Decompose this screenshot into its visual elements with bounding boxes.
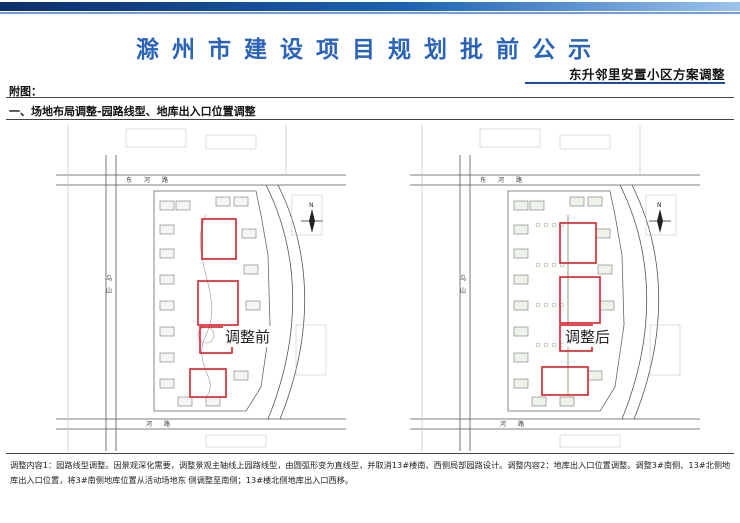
building xyxy=(243,264,259,275)
adjusted-area-box xyxy=(559,276,601,324)
adjacent-block xyxy=(205,134,257,150)
building xyxy=(159,326,175,337)
building xyxy=(513,274,529,285)
building xyxy=(159,200,175,211)
building xyxy=(233,196,249,207)
building xyxy=(529,200,545,211)
building xyxy=(513,248,529,259)
adjacent-block xyxy=(295,324,327,376)
adjusted-area-box xyxy=(541,366,589,396)
tree xyxy=(551,342,557,348)
building xyxy=(159,352,175,363)
building xyxy=(513,300,529,311)
tree xyxy=(543,222,549,228)
subtitle-box: 东升邻里安置小区方案调整 xyxy=(525,64,725,84)
building xyxy=(587,370,603,381)
building xyxy=(569,196,585,207)
figure-label: 附图： xyxy=(9,85,42,98)
building xyxy=(245,300,261,311)
adjusted-area-box xyxy=(559,222,597,264)
building xyxy=(159,300,175,311)
adjacent-block xyxy=(559,134,611,150)
road-curve xyxy=(265,184,294,420)
building xyxy=(587,196,603,207)
divider xyxy=(6,119,734,120)
divider xyxy=(6,453,734,454)
road-name-south: 河 路 xyxy=(500,420,524,428)
building xyxy=(215,196,231,207)
divider xyxy=(6,97,734,98)
building xyxy=(159,224,175,235)
project-subtitle: 东升邻里安置小区方案调整 xyxy=(568,67,725,82)
tree xyxy=(535,302,541,308)
adjacent-block xyxy=(649,324,681,376)
site-plan-drawing: 东 河 路河 路 乌 山 N xyxy=(410,125,700,451)
page-title: 滁州市建设项目规划批前公示 xyxy=(136,36,604,63)
site-boundary xyxy=(507,190,625,412)
road-name-west: 乌 山 xyxy=(459,274,466,294)
tree xyxy=(535,342,541,348)
site-boundary xyxy=(153,190,271,412)
tree xyxy=(535,262,541,268)
header-bar xyxy=(0,0,740,16)
adjacent-block xyxy=(125,128,187,148)
building xyxy=(559,396,575,407)
compass-n: N xyxy=(657,202,662,209)
road-curve xyxy=(619,184,648,420)
adjustment-description: 调整内容1：园路线型调整。因景观深化需要，调整景观主轴线上园路线型，由圆弧形变为… xyxy=(10,460,731,485)
tree xyxy=(543,342,549,348)
road-name-south: 河 路 xyxy=(146,420,170,428)
plan-label-after: 调整后 xyxy=(563,326,613,347)
building xyxy=(513,326,529,337)
building xyxy=(159,378,175,389)
garden-path xyxy=(199,214,213,398)
building xyxy=(175,200,191,211)
compass-n: N xyxy=(309,202,314,209)
adjacent-block xyxy=(205,434,267,448)
building xyxy=(599,300,615,311)
building xyxy=(597,264,613,275)
building xyxy=(513,352,529,363)
building xyxy=(177,396,193,407)
building xyxy=(513,200,529,211)
road-curve xyxy=(631,184,660,420)
tree xyxy=(543,262,549,268)
tree xyxy=(543,302,549,308)
adjusted-area-box xyxy=(197,280,239,326)
building xyxy=(513,224,529,235)
adjacent-block xyxy=(645,194,677,236)
building xyxy=(595,228,611,239)
adjacent-block xyxy=(559,434,621,448)
building xyxy=(205,396,221,407)
building xyxy=(531,396,547,407)
road-name-west: 乌 山 xyxy=(105,274,112,294)
tree xyxy=(551,302,557,308)
site-plan-drawing: 东 河 路河 路 乌 山 N xyxy=(56,125,346,451)
tree xyxy=(535,222,541,228)
road-name-north: 东 河 路 xyxy=(126,176,168,184)
building xyxy=(513,378,529,389)
site-plan-after: 东 河 路河 路 乌 山 N xyxy=(410,125,700,451)
site-plan-before: 东 河 路河 路 乌 山 N xyxy=(56,125,346,451)
adjusted-area-box xyxy=(189,368,227,398)
building xyxy=(159,274,175,285)
road-curve xyxy=(277,184,306,420)
road-name-north: 东 河 路 xyxy=(480,176,522,184)
adjacent-block xyxy=(291,194,323,236)
building xyxy=(233,370,249,381)
building xyxy=(159,248,175,259)
tree xyxy=(551,262,557,268)
adjusted-area-box xyxy=(201,218,237,260)
section-heading: 一、场地布局调整-园路线型、地库出入口位置调整 xyxy=(9,105,256,118)
plan-label-before: 调整前 xyxy=(223,326,273,347)
tree xyxy=(551,222,557,228)
building xyxy=(241,228,257,239)
subtitle-underline xyxy=(525,82,725,84)
adjacent-block xyxy=(479,128,541,148)
